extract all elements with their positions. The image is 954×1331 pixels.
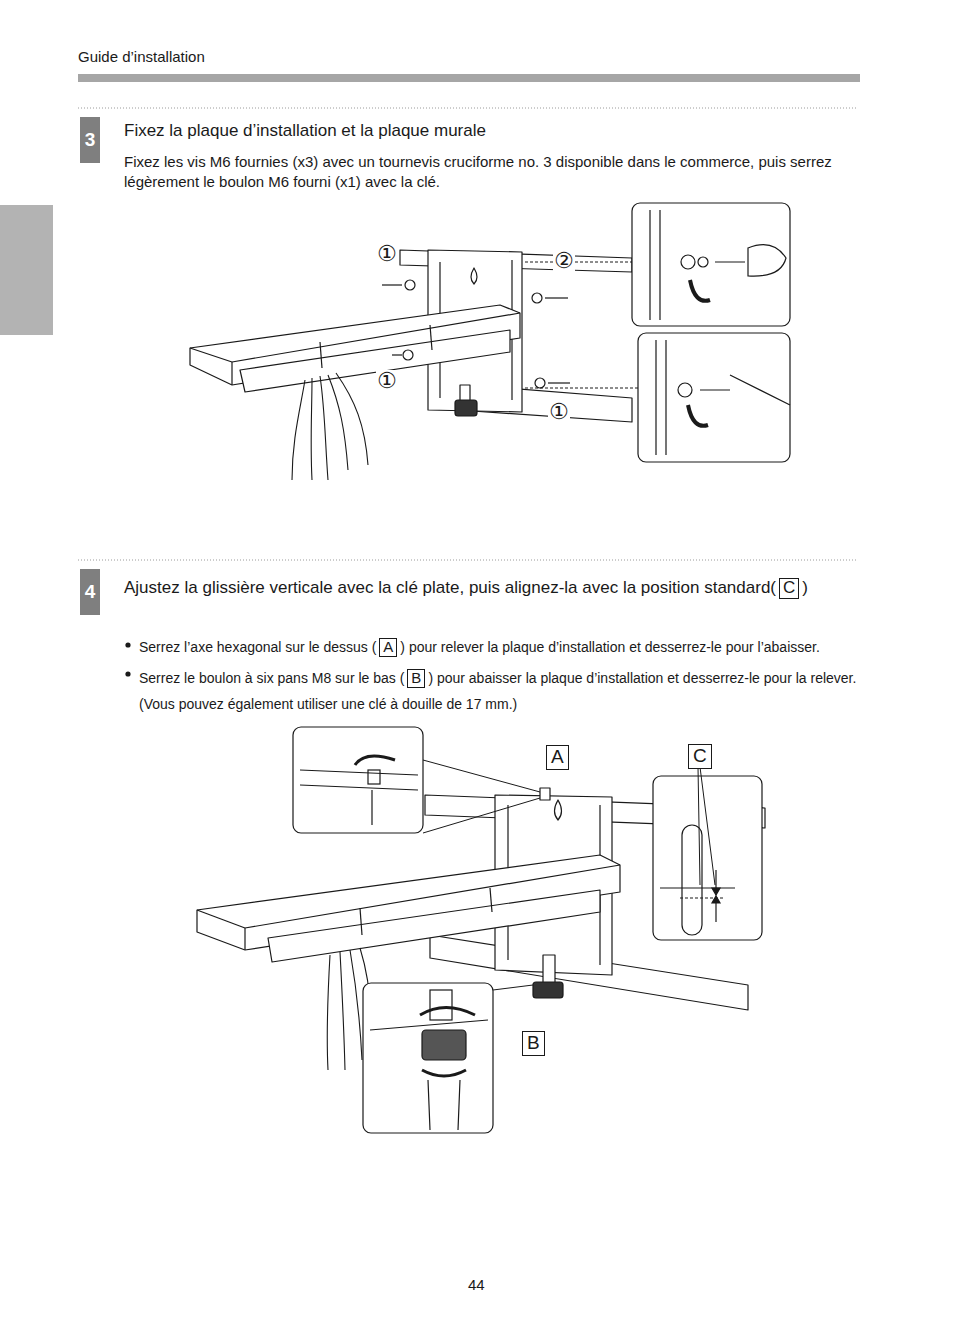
callout-number: ①	[548, 401, 570, 423]
bullet	[125, 671, 130, 676]
side-tab	[0, 205, 53, 335]
step-heading: Fixez la plaque d’installation et la pla…	[124, 121, 486, 141]
leader-line	[525, 262, 638, 388]
node-text: A	[551, 746, 564, 767]
node-text: 3	[85, 129, 96, 151]
bullet	[125, 642, 130, 647]
node-text: A	[383, 638, 393, 655]
node-text: C	[693, 745, 707, 766]
bracket: (	[770, 578, 776, 597]
reference-box: B	[407, 669, 425, 688]
detail-inset	[632, 203, 790, 462]
leader-line	[423, 760, 715, 990]
dotted-divider	[78, 560, 858, 561]
running-header: Guide d’installation	[78, 48, 205, 65]
node-text: B	[411, 669, 421, 686]
callout-box: A	[546, 745, 569, 770]
callout-box: B	[522, 1031, 545, 1056]
node-text: 4	[85, 581, 96, 603]
mount-illustration	[190, 250, 632, 422]
step-number: 4	[80, 569, 100, 615]
callout-number: ①	[376, 370, 398, 392]
bullet-text: ) pour relever la plaque d’installation …	[400, 639, 819, 655]
node-text: B	[527, 1032, 540, 1053]
step-number: 3	[80, 117, 100, 163]
step-heading: Ajustez la glissière verticale avec la c…	[124, 578, 770, 597]
reference-box: C	[779, 578, 799, 599]
page-number: 44	[468, 1276, 485, 1293]
bracket: )	[802, 578, 808, 597]
node-text: C	[783, 578, 795, 597]
text-line: Ajustez la glissière verticale avec la c…	[124, 573, 859, 603]
detail-inset	[293, 727, 762, 1133]
callout-number: ②	[553, 250, 575, 272]
text-line: Serrez l’axe hexagonal sur le dessus ( A)…	[139, 637, 864, 657]
bullet-text: Serrez l’axe hexagonal sur le dessus (	[139, 639, 376, 655]
reference-box: A	[379, 638, 397, 657]
callout-box: C	[688, 744, 712, 769]
cables	[292, 373, 368, 480]
text-line: Serrez le boulon à six pans M8 sur le ba…	[139, 665, 859, 717]
callout-number: ①	[376, 243, 398, 265]
dotted-divider	[78, 108, 858, 109]
step-instruction: Fixez les vis M6 fournies (x3) avec un t…	[124, 152, 859, 192]
bullet-text: Serrez le boulon à six pans M8 sur le ba…	[139, 670, 404, 686]
header-rule	[78, 74, 860, 82]
